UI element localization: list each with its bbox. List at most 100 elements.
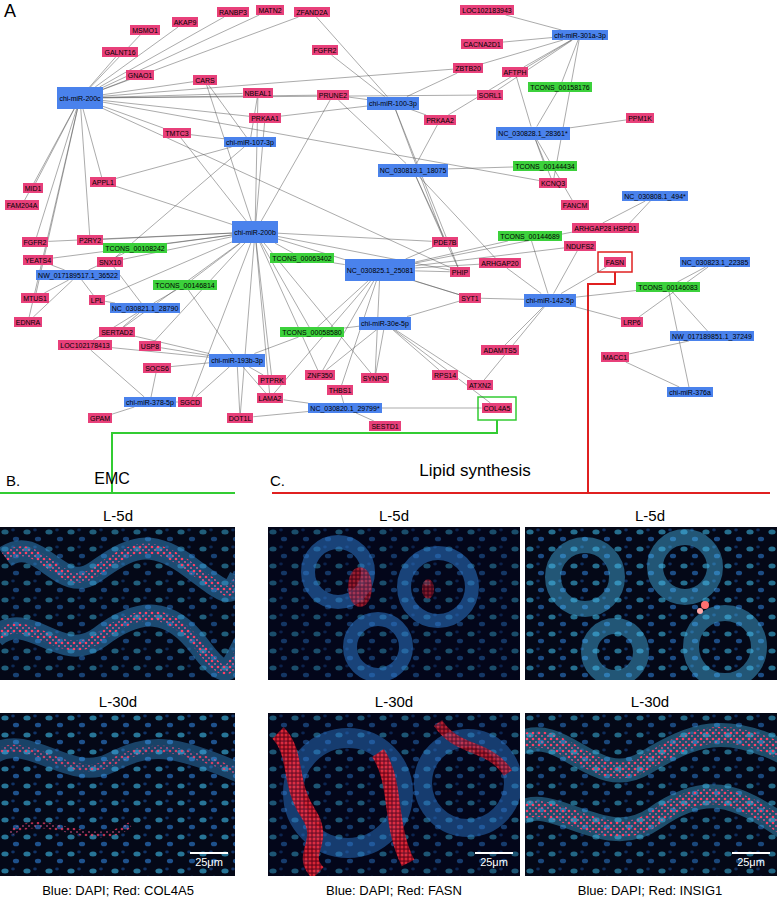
interaction-line [207,85,252,221]
interaction-line [382,408,482,409]
interaction-line [570,120,626,128]
node-label: YEATS4 [25,257,51,264]
interaction-line [507,268,541,294]
interaction-line [100,17,225,87]
interaction-line [283,400,308,403]
node-label: LRP6 [623,319,641,326]
interaction-line [103,102,539,180]
node-label: chi-miR-376a [669,389,711,396]
node-label: PRUNE2 [319,92,347,99]
gene-node: EDNRA [14,317,43,327]
interaction-line [95,27,178,87]
panel-letter: B. [6,472,20,489]
node-label: SNX10 [99,259,121,266]
interaction-line [161,348,209,356]
interaction-line [89,253,125,270]
node-label: SERTAD2 [101,329,133,336]
interaction-line [481,298,524,299]
gene-node: LOC102178413 [58,340,111,350]
time-label: L-5d [103,507,133,524]
gene-node: LOC102183943 [460,5,513,15]
gene-node: APPL1 [90,177,116,187]
interaction-line [554,40,579,178]
micrograph [0,527,235,680]
interaction-line [240,243,254,413]
mirna-node: NC_030825.1_25081 [345,259,416,281]
interaction-line [394,330,491,404]
node-label: FASN [606,259,624,266]
mirna-node: NC_030820.1_29799* [308,403,381,413]
node-label: PPM1K [628,115,652,122]
node-label: ADAMTS5 [483,347,516,354]
node-label: NC_030820.1_29799* [310,405,379,412]
gene-node: GPAM [88,413,112,423]
stain-caption: Blue: DAPI; Red: FASN [326,884,462,899]
bracket-line [112,420,497,493]
node-label: SYT1 [461,295,479,302]
node-label: GNAO1 [128,72,153,79]
gene-node: KCNQ3 [539,178,567,188]
gene-node: LRP6 [621,317,643,327]
gene-node: LAMA2 [257,393,284,403]
lncrna-node: TCONS_00158176 [528,82,592,92]
scale-label: 25μm [737,856,765,869]
node-label: ARHGAP28 [574,225,611,232]
node-label: MTUS1 [23,295,47,302]
highlight-frame [478,397,516,420]
interaction-line [124,243,240,327]
interaction-line [535,140,543,162]
lncrna-node: TCONS_00146083 [636,282,700,292]
node-label: RANBP3 [219,9,247,16]
node-label: LOC102178413 [60,342,109,349]
bracket-line [588,272,615,493]
node-label: TCONS_00144434 [515,163,575,170]
node-label: NC_030808.1_494* [624,193,686,200]
node-label: CARS [195,77,214,84]
interaction-line [278,233,432,241]
gene-node: RANBP3 [217,7,249,17]
node-label: GPAM [90,415,110,422]
gene-node: FGFR2 [22,237,49,247]
node-label: THBS1 [329,387,352,394]
interaction-line [554,251,578,294]
interaction-line [154,290,177,303]
interaction-line [392,330,439,371]
node-label: chi-miR-193b-3p [211,357,263,364]
gene-node: ZBTB20 [453,63,483,73]
gene-node: USP8 [139,341,161,351]
node-label: RPS14 [434,372,456,379]
interaction-line [341,395,343,403]
gene-node: MATN2 [256,5,283,15]
node-label: ZFAND2A [296,9,328,16]
gene-node: AKAP9 [172,17,199,27]
interaction-line [167,235,232,244]
gene-node: PPM1K [626,113,654,123]
gene-node: PHIP [450,267,470,277]
interaction-line [407,301,459,316]
interaction-line [93,313,137,340]
interaction-line [90,57,116,87]
gene-node: MID1 [23,183,44,193]
interaction-line [484,307,545,381]
bracket-line [272,492,770,494]
gene-node: FASN [604,257,626,267]
interaction-line [248,367,263,376]
gene-node: AFTPH [502,67,529,77]
node-label: LOC102183943 [462,7,511,14]
node-label: LAMA2 [259,395,282,402]
interaction-line [112,407,134,414]
micrograph [268,527,520,680]
node-label: TMTC3 [165,130,188,137]
node-label: MATN2 [258,7,281,14]
interaction-line [603,201,646,223]
micrograph [525,527,777,680]
interaction-line [82,280,93,295]
node-label: TCONS_00058580 [282,329,342,336]
gene-node: NDUFS2 [564,241,596,251]
interaction-line [376,330,384,374]
gene-node: PRKAA2 [424,115,456,125]
interaction-line [135,336,209,353]
interaction-line [396,110,458,268]
